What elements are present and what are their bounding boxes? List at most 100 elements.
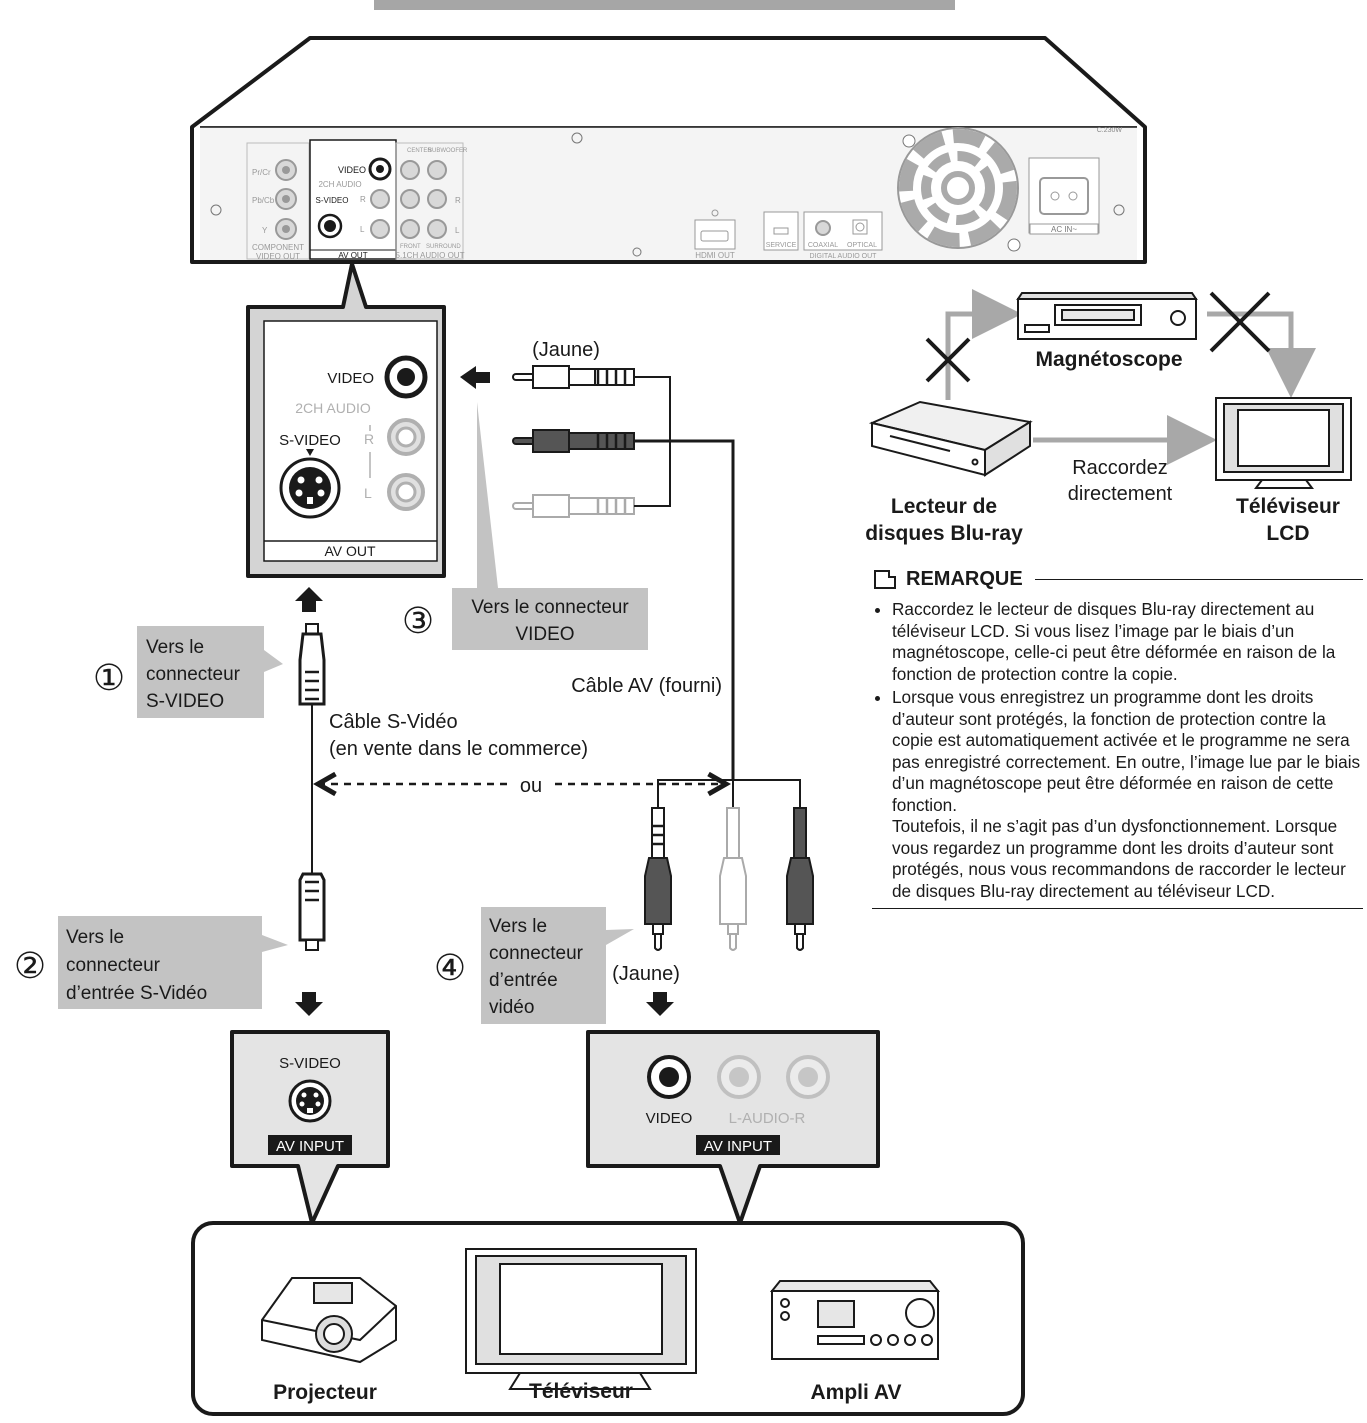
arrow-to-svideo-connector <box>295 587 323 612</box>
player_back-component-caption_2: VIDEO OUT <box>256 252 300 261</box>
callouts-c4-number: ④ <box>434 947 466 988</box>
callouts-c2-number: ② <box>14 945 46 986</box>
player_back-av_out-video: VIDEO <box>338 165 366 175</box>
player_back-hdmi: HDMI OUT <box>695 251 735 260</box>
callouts-c1-lines-1: connecteur <box>146 664 241 685</box>
av-amplifier-icon <box>769 1280 941 1360</box>
callout-4: Vers le connecteur d’entrée vidéo ④ <box>434 907 634 1024</box>
player_back-ch51-center: CENTER <box>407 148 432 154</box>
player-label-1: Lecteur de <box>891 495 997 518</box>
vcr-icon <box>1016 292 1198 340</box>
tv-icon <box>465 1248 697 1390</box>
header-bar <box>374 0 955 10</box>
yellow-label-bottom: (Jaune) <box>612 963 680 985</box>
direct-label-1: Raccordez <box>1072 457 1168 479</box>
callouts-c3-lines-0: Vers le connecteur <box>471 597 629 618</box>
player_back-av_out-caption: AV OUT <box>338 251 367 260</box>
player_back-ch51-r: R <box>455 196 461 205</box>
cooling-fan <box>897 127 1021 252</box>
callouts-c2-lines-1: connecteur <box>66 955 161 976</box>
note-item-1: Raccordez le lecteur de disques Blu-ray … <box>892 599 1363 685</box>
note-item-2: Lorsque vous enregistrez un programme do… <box>892 687 1363 902</box>
yellow-label-top: (Jaune) <box>532 339 600 361</box>
bluray-player-icon <box>868 400 1033 477</box>
arrow-to-video-connector <box>460 366 490 389</box>
player-back-panel: C.230W Pr/Cr Pb/Cb Y COMPONENT VIDEO OUT… <box>190 36 1147 264</box>
tv-label-1: Téléviseur <box>1236 495 1340 518</box>
cross-mark-2 <box>1209 291 1271 353</box>
callouts-c1-lines-0: Vers le <box>146 637 204 658</box>
callouts-c2-lines-2: d’entrée S-Vidéo <box>66 983 207 1004</box>
callouts-c4-lines-3: vidéo <box>489 997 534 1018</box>
inputs-left-svideo: S-VIDEO <box>279 1055 341 1072</box>
digital-audio-out: SERVICE COAXIAL OPTICAL DIGITAL AUDIO OU… <box>763 211 883 260</box>
or-divider: ou <box>318 775 726 797</box>
player_back-ch51-surround: SURROUND <box>426 244 461 250</box>
component-video-out: Pr/Cr Pb/Cb Y COMPONENT VIDEO OUT <box>246 142 310 261</box>
inputs-right-video: VIDEO <box>646 1110 693 1127</box>
note-rule <box>1034 579 1363 580</box>
inputs-right-badge: AV INPUT <box>704 1138 772 1155</box>
hdmi-out: HDMI OUT <box>694 209 736 260</box>
callouts-c3-lines-1: VIDEO <box>515 624 574 645</box>
direct-label-2: directement <box>1068 483 1173 505</box>
player_back-component-labels-1: Pb/Cb <box>252 196 275 205</box>
arrow-to-svideo-input <box>295 992 323 1016</box>
player_back-coaxial: COAXIAL <box>808 242 838 249</box>
zoom_panel-svideo: S-VIDEO <box>279 432 341 449</box>
player_back-component-labels-0: Pr/Cr <box>252 168 271 177</box>
note-item-2-continuation: Toutefois, il ne s’agit pas d’un dysfonc… <box>892 816 1346 901</box>
av-cable: (Jaune) Câble AV (fourni) <box>512 339 814 985</box>
zoom_panel-audio: 2CH AUDIO <box>295 400 371 416</box>
av-out-back: VIDEO 2CH AUDIO R L S-VIDEO AV OUT <box>309 139 397 260</box>
video-input-panel: VIDEO L-AUDIO-R AV INPUT <box>586 1030 880 1225</box>
note-list: Raccordez le lecteur de disques Blu-ray … <box>868 599 1363 902</box>
player_back-ac_in: AC IN~ <box>1051 225 1077 234</box>
player_back-service: SERVICE <box>766 242 797 249</box>
zoom_panel-l: L <box>364 485 372 501</box>
callouts-c2-lines-0: Vers le <box>66 927 124 948</box>
svideo-cable-label-2: (en vente dans le commerce) <box>329 738 588 760</box>
audio-51ch-out: CENTER SUBWOOFER R L FRONT SURROUND 5.1C… <box>395 142 468 260</box>
note-title: REMARQUE <box>906 568 1023 590</box>
cross-mark-1 <box>925 337 971 383</box>
devices-box: Projecteur Téléviseur Ampli AV <box>191 1221 1025 1416</box>
player_back-ch51-l: L <box>455 226 460 235</box>
arrow-to-video-input <box>646 992 674 1016</box>
zoom_panel-r: R <box>364 431 374 447</box>
av-cable-label: Câble AV (fourni) <box>571 675 722 697</box>
or-label: ou <box>520 775 542 797</box>
callout-1: Vers le connecteur S-VIDEO ① <box>93 626 283 718</box>
player-label-2: disques Blu-ray <box>865 522 1023 545</box>
player_back-digital_caption: DIGITAL AUDIO OUT <box>810 253 878 260</box>
callouts-c4-lines-0: Vers le <box>489 916 547 937</box>
lcd-tv-icon <box>1215 397 1352 489</box>
player_back-component-labels-2: Y <box>262 226 268 235</box>
player_back-optical: OPTICAL <box>847 242 877 249</box>
player_back-ch51-front: FRONT <box>400 244 421 250</box>
ac-inlet: AC IN~ <box>1028 157 1100 235</box>
note-icon <box>874 570 896 589</box>
vcr-warning-diagram: Magnétoscope Lecteur de disques Blu-ray … <box>865 289 1352 545</box>
player_back-av_out-l: L <box>360 225 365 234</box>
device-tv: Téléviseur <box>529 1380 633 1403</box>
svideo-cable: Câble S-Vidéo (en vente dans le commerce… <box>298 623 588 951</box>
projector-icon <box>261 1277 397 1364</box>
device-amp: Ampli AV <box>810 1381 901 1404</box>
vcr-label: Magnétoscope <box>1035 348 1182 371</box>
callouts-c3-number: ③ <box>402 600 434 641</box>
player_back-ch51-caption: 5.1CH AUDIO OUT <box>396 251 465 260</box>
player_back-av_out-svideo: S-VIDEO <box>316 196 349 205</box>
inputs-left-badge: AV INPUT <box>276 1138 344 1155</box>
callouts-c4-lines-1: connecteur <box>489 943 584 964</box>
player_back-av_out-audio: 2CH AUDIO <box>318 180 361 189</box>
device-projector: Projecteur <box>273 1381 377 1404</box>
zoom_panel-caption: AV OUT <box>324 543 376 559</box>
svideo-input-panel: S-VIDEO AV INPUT <box>230 1030 390 1225</box>
player_back-ch51-subwoofer: SUBWOOFER <box>428 148 468 154</box>
callout-3: Vers le connecteur VIDEO ③ <box>402 402 648 650</box>
note-item-2-text: Lorsque vous enregistrez un programme do… <box>892 687 1361 815</box>
note-bottom-rule <box>872 908 1363 909</box>
player_back-component-caption_1: COMPONENT <box>252 243 304 252</box>
